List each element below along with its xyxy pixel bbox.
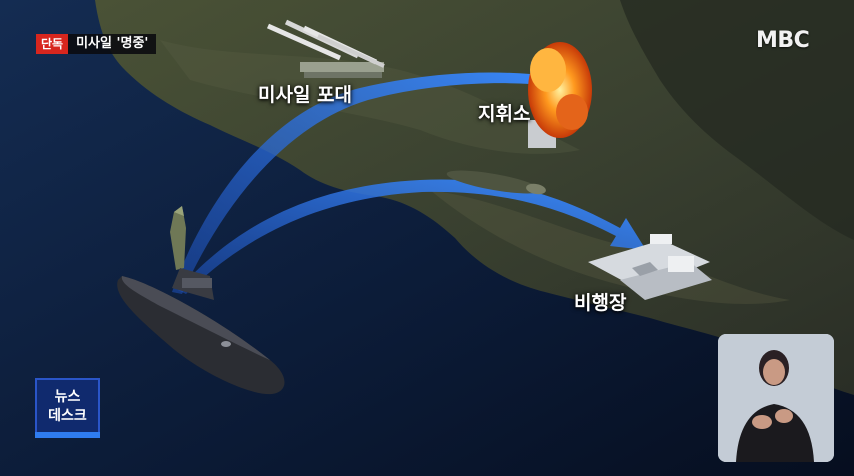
program-logo-line2: 데스크 bbox=[48, 408, 87, 424]
strike-arrow-command-post bbox=[172, 62, 560, 294]
explosion-icon bbox=[528, 42, 592, 148]
missile-launcher-icon bbox=[266, 19, 385, 78]
program-logo-line1: 뉴스 bbox=[54, 389, 81, 405]
submarine-icon bbox=[117, 268, 285, 395]
launched-missile-icon bbox=[170, 206, 186, 270]
program-logo-bar bbox=[35, 432, 100, 438]
label-command-post: 지휘소 bbox=[478, 103, 531, 125]
program-logo: 뉴스 데스크 bbox=[35, 378, 100, 438]
airfield-buildings-icon bbox=[588, 234, 712, 300]
cruise-missile-icon bbox=[446, 170, 546, 195]
headline-banner: 단독 미사일 '명중' bbox=[36, 34, 157, 54]
strike-arrow-airfield bbox=[178, 179, 646, 294]
broadcaster-logo: MBC bbox=[756, 28, 810, 53]
label-missile-battery: 미사일 포대 bbox=[258, 84, 353, 106]
label-airfield: 비행장 bbox=[574, 292, 627, 314]
coastline-land bbox=[95, 0, 854, 395]
interpreter-figure bbox=[718, 334, 834, 462]
exclusive-badge: 단독 bbox=[36, 34, 69, 54]
mountain-shadow bbox=[620, 0, 854, 240]
headline-title: 미사일 '명중' bbox=[68, 34, 157, 54]
sign-language-interpreter bbox=[718, 334, 834, 462]
